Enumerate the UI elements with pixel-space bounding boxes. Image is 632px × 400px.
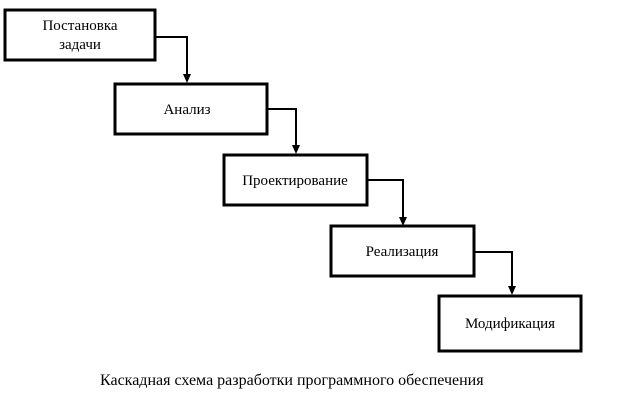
stage-box-2: Анализ: [113, 82, 269, 136]
stage-box-5-label: Модификация: [465, 316, 555, 332]
stage-box-2-frame: [113, 82, 269, 136]
stage-box-1: Постановка задачи: [3, 8, 157, 62]
connector-3-to-4: [367, 179, 404, 217]
stage-box-4-label: Реализация: [366, 244, 439, 260]
arrowhead-1-to-2: [183, 74, 191, 83]
stage-box-5-frame: [437, 294, 583, 353]
diagram-caption: Каскадная схема разработки программного …: [100, 372, 484, 389]
stage-box-4: Реализация: [329, 224, 476, 278]
connector-2-to-3: [267, 108, 297, 145]
stage-box-1-frame: [3, 8, 157, 62]
stage-box-3-label: Проектирование: [242, 173, 348, 189]
stage-box-1-label-line-2: задачи: [59, 37, 101, 53]
stage-box-3: Проектирование: [222, 153, 369, 207]
stage-box-4-frame: [329, 224, 476, 278]
connector-1-to-2: [155, 36, 188, 74]
arrowhead-4-to-5: [508, 286, 516, 295]
stage-box-5: Модификация: [437, 294, 583, 353]
connectors: [155, 36, 516, 295]
connector-4-to-5: [474, 251, 513, 286]
stage-box-2-label: Анализ: [163, 102, 210, 118]
stage-box-1-label-line-1: Постановка: [42, 18, 117, 34]
stage-box-3-frame: [222, 153, 369, 207]
arrowhead-3-to-4: [399, 217, 407, 226]
arrowhead-2-to-3: [292, 145, 300, 154]
